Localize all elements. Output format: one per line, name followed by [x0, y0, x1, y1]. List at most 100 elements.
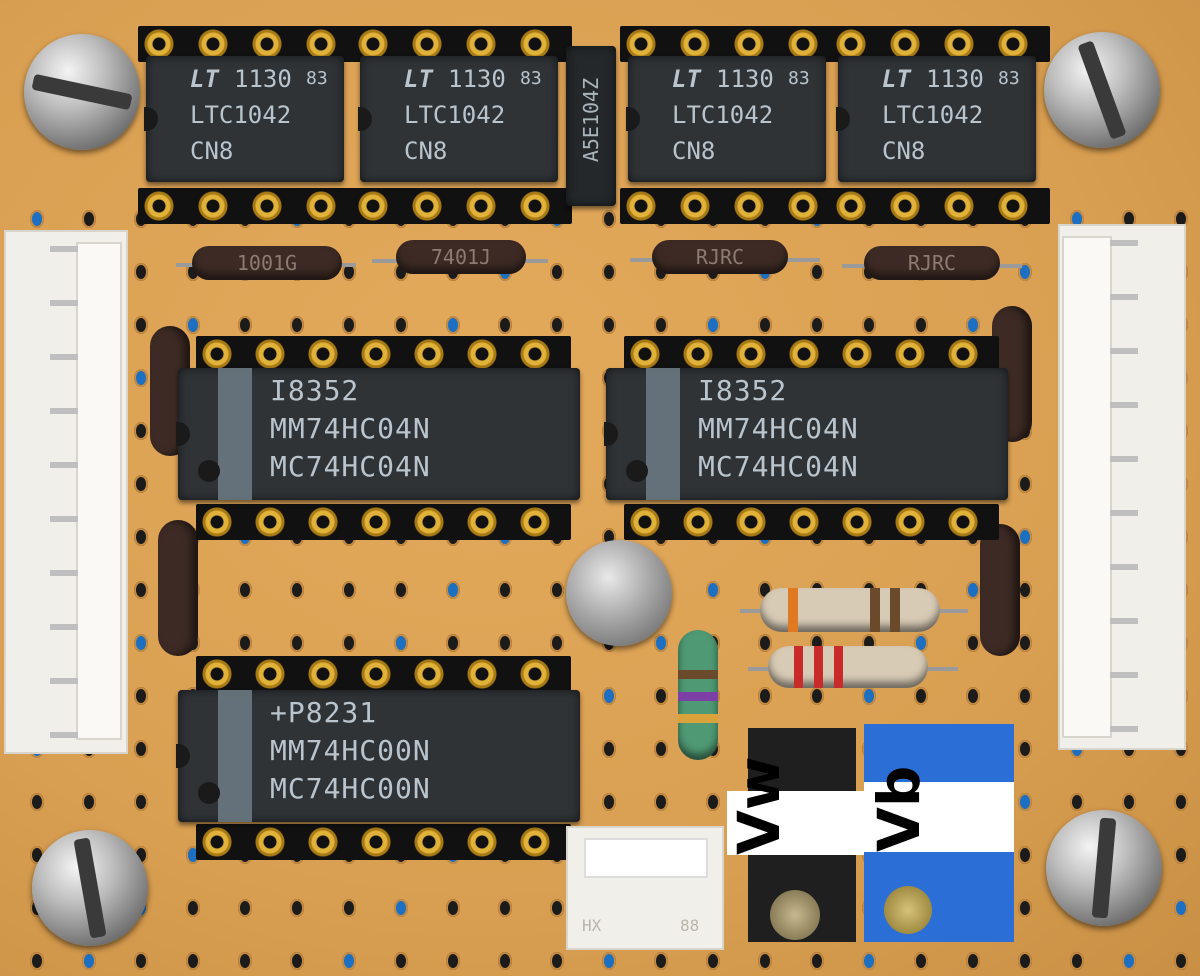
board-hole — [446, 634, 460, 652]
screw-top-right — [1044, 32, 1160, 148]
board-hole — [862, 687, 876, 705]
board-hole — [706, 952, 720, 970]
board-hole — [186, 316, 200, 334]
board-hole — [342, 952, 356, 970]
socket-pin — [308, 827, 338, 857]
socket-pin — [198, 29, 228, 59]
board-hole — [1018, 793, 1032, 811]
board-hole — [1174, 846, 1188, 864]
board-hole — [654, 952, 668, 970]
board-hole — [1122, 952, 1136, 970]
socket-pin — [361, 659, 391, 689]
socket-pin — [252, 29, 282, 59]
board-hole — [186, 952, 200, 970]
board-hole — [706, 793, 720, 811]
board-hole — [1018, 634, 1032, 652]
chip-line2: LTC1042 — [404, 101, 506, 129]
board-hole — [654, 634, 668, 652]
connector-pin — [50, 678, 78, 684]
board-hole — [1122, 793, 1136, 811]
board-hole — [758, 634, 772, 652]
chip-logo: LT — [190, 65, 219, 93]
board-hole — [602, 210, 616, 228]
board-hole — [758, 687, 772, 705]
connector-pin — [50, 624, 78, 630]
board-hole — [446, 316, 460, 334]
socket-pin — [361, 827, 391, 857]
socket-row — [624, 504, 999, 540]
resistor-3-code: RJRC — [695, 245, 745, 269]
socket-pin — [306, 29, 336, 59]
board-hole — [238, 634, 252, 652]
socket-pin — [734, 29, 764, 59]
socket-pin — [467, 507, 497, 537]
connector-pin — [1110, 618, 1138, 624]
trimmer-vw[interactable]: Vw — [725, 728, 877, 942]
board-hole — [966, 581, 980, 599]
chip-line1b: 83 — [788, 68, 810, 89]
chip-line3: MC74HC00N — [270, 772, 431, 805]
board-hole — [394, 316, 408, 334]
connector-pin — [50, 516, 78, 522]
socket-pin — [836, 29, 866, 59]
socket-pin — [842, 507, 872, 537]
socket-pin — [948, 339, 978, 369]
socket-pin — [358, 29, 388, 59]
socket-row — [196, 656, 571, 692]
board-hole — [290, 581, 304, 599]
socket-pin — [467, 659, 497, 689]
board-hole — [862, 952, 876, 970]
pin1-dot — [198, 782, 220, 804]
bottom-connector-number: 88 — [680, 916, 700, 935]
board-hole — [134, 475, 148, 493]
connector-pin — [50, 732, 78, 738]
socket-pin — [202, 339, 232, 369]
trimmer-vb[interactable]: Vb — [864, 724, 1014, 942]
socket-pin — [466, 29, 496, 59]
chip-line1: 1130 — [716, 65, 774, 93]
socket-row — [620, 188, 840, 224]
socket-pin — [630, 339, 660, 369]
chip-line3: MC74HC04N — [698, 450, 859, 483]
chip-line1: +P8231 — [270, 696, 378, 729]
trimmer-vw-label: Vw — [725, 757, 877, 855]
connector-pin — [1110, 240, 1138, 246]
socket-pin — [788, 29, 818, 59]
chip-line1: 1130 — [926, 65, 984, 93]
board-hole — [134, 952, 148, 970]
board-hole — [654, 740, 668, 758]
beige-resistor-2 — [768, 646, 928, 688]
board-hole — [342, 634, 356, 652]
connector-pin — [1110, 726, 1138, 732]
socket-pin — [202, 507, 232, 537]
socket-row — [196, 824, 571, 860]
board-hole — [602, 952, 616, 970]
socket-pin — [736, 339, 766, 369]
transistor-can — [566, 540, 672, 646]
chip-line3: CN8 — [404, 137, 448, 165]
board-hole — [914, 687, 928, 705]
connector-pin — [50, 354, 78, 360]
board-hole — [342, 581, 356, 599]
board-hole — [966, 952, 980, 970]
socket-row — [352, 188, 572, 224]
board-hole — [290, 952, 304, 970]
socket-pin — [680, 29, 710, 59]
board-hole — [134, 581, 148, 599]
socket-pin — [361, 339, 391, 369]
board-hole — [394, 581, 408, 599]
resistor-4-code: RJRC — [907, 251, 957, 275]
socket-pin — [520, 191, 550, 221]
board-hole — [914, 316, 928, 334]
board-hole — [1174, 952, 1188, 970]
board-hole — [1018, 528, 1032, 546]
screw-bottom-left — [32, 830, 148, 946]
board-hole — [810, 316, 824, 334]
chip-line3: CN8 — [190, 137, 234, 165]
board-hole — [134, 528, 148, 546]
board-hole — [82, 952, 96, 970]
board-hole — [238, 316, 252, 334]
